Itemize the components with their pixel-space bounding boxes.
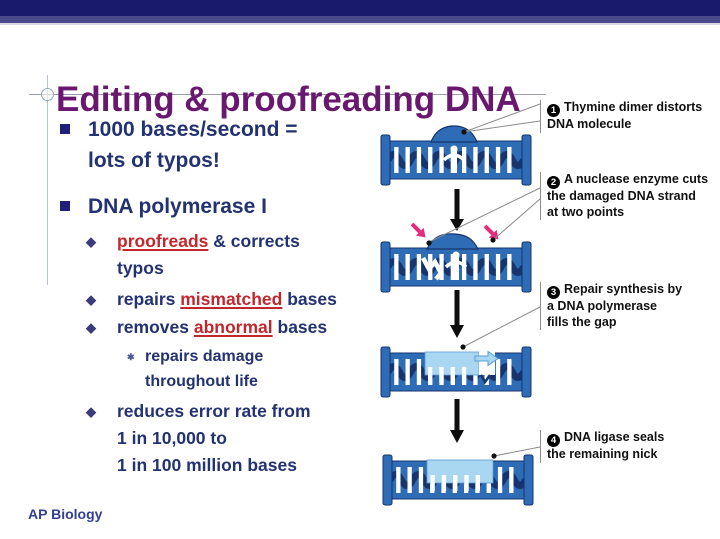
dna-repair-diagram [370,103,541,520]
outline-text: throughout life [145,373,258,390]
annotation-text: the damaged DNA strand [547,189,696,204]
step-number-badge: 1 [547,104,560,118]
outline-text: repairs [117,289,181,309]
annotation-step-3: 3 Repair synthesis by a DNA polymerase fi… [540,282,683,331]
outline-text: removes [117,317,194,337]
cut-arrow-icon [410,222,426,238]
annotation-text: DNA molecule [547,117,632,132]
step-number-badge: 3 [547,286,560,300]
outline-text: 1000 bases/second = [88,118,298,141]
outline-item-typos: 1000 bases/second = lots of typos! [60,114,298,176]
outline-text: reduces error rate from [117,401,311,421]
outline-text: 1 in 10,000 to [117,428,227,448]
vertical-guide-line [47,75,48,285]
bullet-square-icon [60,201,70,211]
step-arrow-1 [450,189,464,231]
annotation-text: A nuclease enzyme cuts [564,172,709,186]
step-number-badge: 2 [547,176,560,190]
crosshair-icon [41,88,54,101]
annotation-step-2: 2 A nuclease enzyme cuts the damaged DNA … [540,172,709,221]
outline-text: repairs damage [145,348,264,365]
footer-label: AP Biology [28,506,103,522]
outline-text: & corrects [208,231,300,251]
outline-text: 1 in 100 million bases [117,455,297,475]
title-underline [29,94,546,95]
top-border-highlight [0,23,720,25]
dna-strand-1 [381,125,531,185]
annotation-step-4: 4 DNA ligase seals the remaining nick [540,430,664,463]
outline-item-polymerase: DNA polymerase I [60,191,267,222]
outline-item-abnormal: ◆ removes abnormal bases [86,314,327,341]
dna-strand-2 [381,233,531,292]
top-border-band [0,0,720,16]
bullet-diamond-icon: ◆ [86,234,96,249]
dna-strand-3 [381,347,531,397]
outline-text: lots of typos! [88,149,220,172]
bullet-star-icon: ✱ [127,352,135,362]
annotation-text: the remaining nick [547,447,658,462]
highlighted-term: proofreads [117,231,209,251]
bullet-square-icon [60,124,70,134]
step-number-badge: 4 [547,434,560,448]
highlighted-term: mismatched [180,289,283,309]
outline-item-mismatched: ◆ repairs mismatched bases [86,286,337,313]
step-arrow-3 [450,399,464,443]
annotation-text: fills the gap [547,314,617,329]
bullet-diamond-icon: ◆ [86,404,96,419]
annotation-text: DNA ligase seals [564,430,665,444]
outline-item-proofreads: ◆ proofreads & corrects typos [86,228,300,282]
dna-strand-4 [383,455,533,505]
bullet-diamond-icon: ◆ [86,320,96,335]
cut-point-dots [426,129,497,459]
annotation-step-1: 1 Thymine dimer distorts DNA molecule [540,100,702,133]
annotation-text: a DNA polymerase [547,299,657,314]
outline-text: DNA polymerase I [88,195,267,218]
top-border-band-secondary [0,16,720,23]
outline-text: bases [272,317,328,337]
page-title: Editing & proofreading DNA [56,80,521,120]
leader-lines [428,103,541,457]
annotation-text: Thymine dimer distorts [564,100,703,114]
outline-text: typos [117,258,164,278]
step-arrow-2 [450,290,464,338]
annotation-text: at two points [547,204,625,219]
bullet-diamond-icon: ◆ [86,292,96,307]
outline-item-error-rate: ◆ reduces error rate from 1 in 10,000 to… [86,398,311,479]
outline-item-repairs-damage: ✱ repairs damage throughout life [127,344,263,394]
highlighted-term: abnormal [193,317,273,337]
outline-text: bases [282,289,337,309]
annotation-text: Repair synthesis by [564,282,683,296]
